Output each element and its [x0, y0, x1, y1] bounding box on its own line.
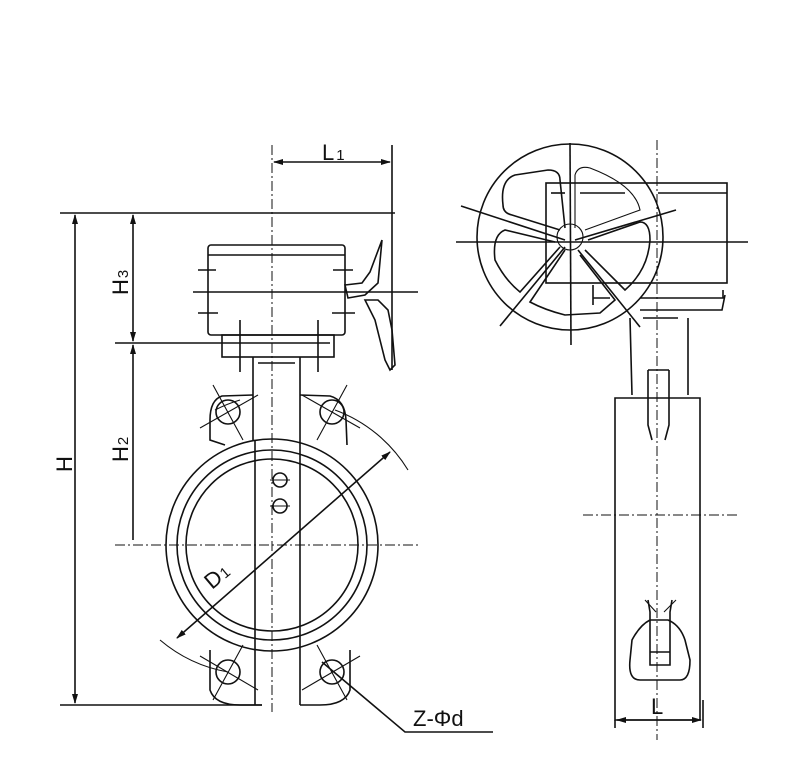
- bolt-hole: [215, 399, 241, 425]
- side-gearbox: [545, 182, 728, 284]
- side-view: L: [456, 140, 748, 740]
- side-stem: [647, 369, 670, 441]
- bolt-hole: [215, 659, 241, 685]
- label-Zd: Z-Φd: [413, 706, 464, 731]
- label-L: L: [651, 694, 663, 719]
- gearbox: [193, 239, 418, 372]
- dim-D1: [176, 451, 391, 639]
- handwheel: [456, 142, 748, 346]
- bolt-hole: [319, 399, 345, 425]
- valve-neck: [252, 357, 301, 440]
- bolt-hole: [319, 659, 345, 685]
- label-D1: D1: [199, 558, 234, 593]
- bolt-circle-arc: [334, 409, 409, 471]
- label-H2: H2: [108, 437, 133, 462]
- leader-Zd: [321, 661, 493, 733]
- side-neck: [629, 317, 689, 396]
- label-H3: H3: [108, 270, 133, 295]
- label-H: H: [52, 456, 77, 472]
- body-ears: [159, 384, 409, 706]
